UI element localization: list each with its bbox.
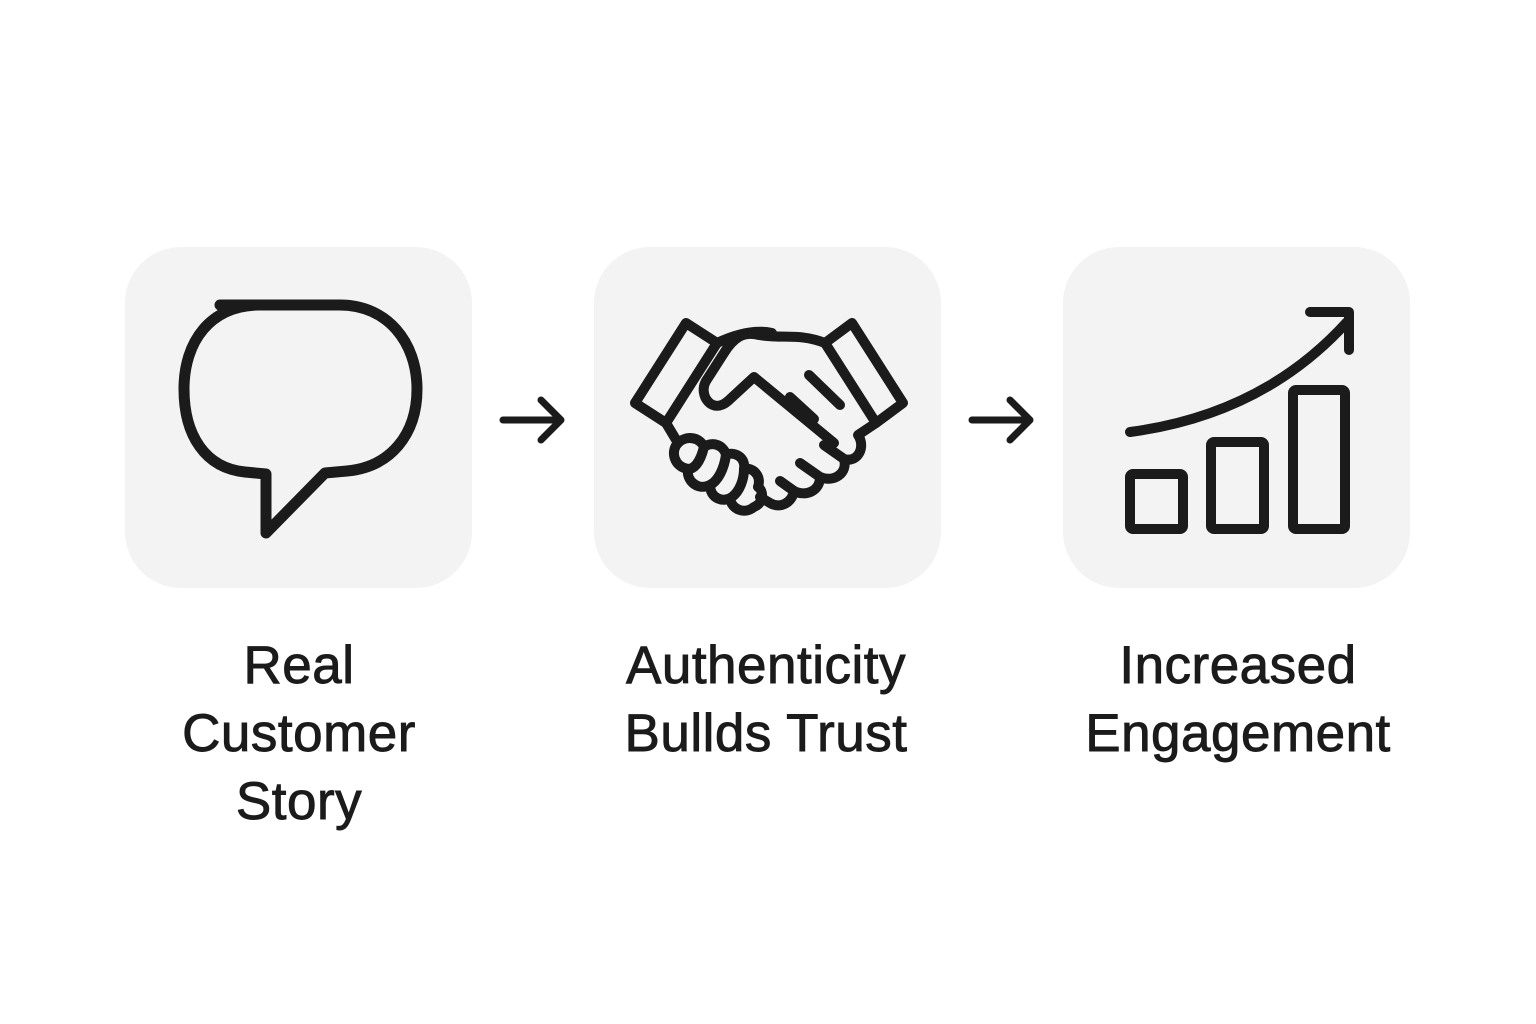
step-label-line: Bullds Trust [624, 704, 908, 764]
step-label-line: Real [243, 636, 355, 696]
growth-chart-icon [1125, 307, 1354, 534]
arrow-right-icon [968, 396, 1034, 444]
handshake-icon [630, 318, 908, 516]
step-box-authenticity-builds-trust [594, 247, 941, 588]
step-box-real-customer-story [125, 247, 472, 588]
arrow-right-icon [499, 396, 565, 444]
step-label-line: Authenticity [626, 636, 906, 696]
step-label-line: Engagement [1085, 704, 1391, 764]
step-label-line: Customer [182, 704, 416, 764]
step-label-line: Story [235, 772, 363, 832]
step-label-line: Increased [1119, 636, 1357, 696]
step-label-increased-engagement: Increased Engagement [1038, 632, 1438, 768]
step-label-authenticity-builds-trust: Authenticity Bullds Trust [566, 632, 966, 768]
speech-bubble-icon [178, 299, 423, 539]
step-box-increased-engagement [1063, 247, 1410, 588]
step-label-real-customer-story: Real Customer Story [99, 632, 499, 836]
